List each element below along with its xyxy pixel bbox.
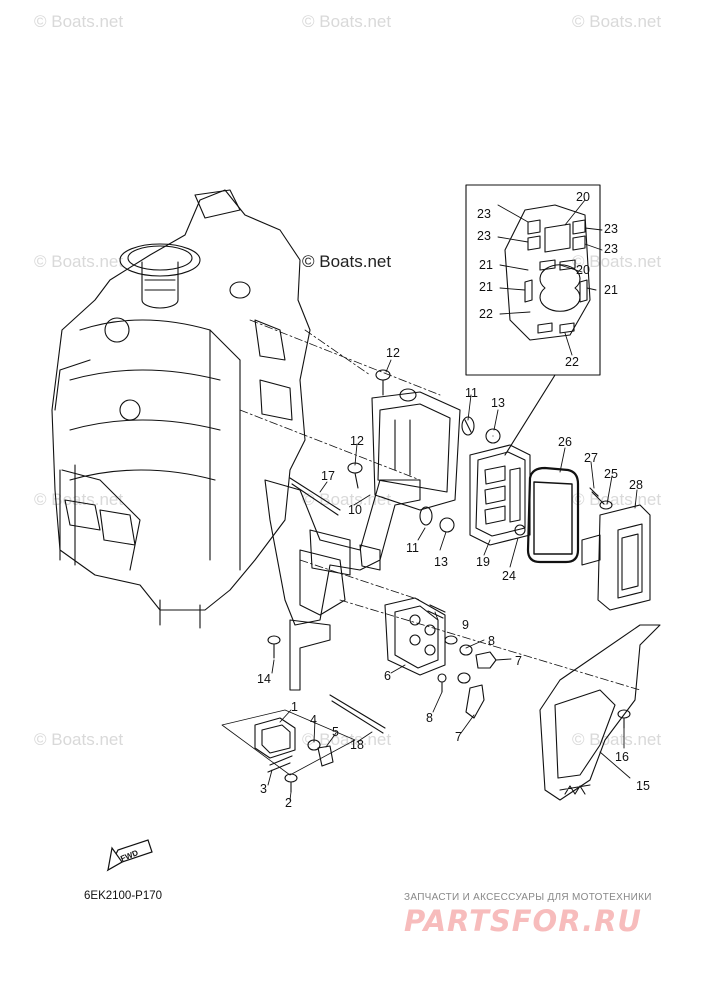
engine-block: [51, 189, 311, 629]
callout-4: 4: [310, 713, 317, 727]
callout-21-left-bottom: 21: [479, 280, 493, 294]
seal-25: [599, 500, 613, 510]
gasket-26: [526, 466, 580, 564]
callout-22-bottom: 22: [565, 355, 579, 369]
watermark-top-center: © Boats.net: [302, 12, 392, 31]
bracket-15: [539, 624, 661, 801]
collar-13-top: [485, 428, 501, 444]
bracket-14: [267, 619, 331, 691]
callout-11-top: 11: [465, 386, 478, 400]
callout-23-right-bottom: 23: [604, 242, 618, 256]
callout-16: 16: [615, 750, 629, 764]
watermark-low-right: © Boats.net: [572, 730, 662, 749]
watermark-top-right: © Boats.net: [572, 12, 662, 31]
tie-wrap-17: [289, 477, 341, 516]
promo-text: ЗАПЧАСТИ И АКСЕССУАРЫ ДЛЯ МОТОТЕХНИКИ: [404, 892, 652, 903]
brand-logo: PARTSFOR.RU: [404, 904, 642, 938]
callout-14: 14: [257, 672, 271, 686]
callout-21-left-top: 21: [479, 258, 493, 272]
callout-21-right: 21: [604, 283, 618, 297]
callout-24: 24: [502, 569, 516, 583]
diagram-code: 6EK2100-P170: [84, 890, 163, 902]
fwd-arrow: FWD: [106, 839, 153, 872]
callout-8-bottom: 8: [426, 711, 433, 725]
callout-22-left: 22: [479, 307, 493, 321]
callout-26: 26: [558, 435, 572, 449]
watermark-main: © Boats.net: [302, 252, 392, 271]
callout-20-mid: 20: [576, 263, 590, 277]
cover-28: [581, 504, 651, 611]
callout-27: 27: [584, 451, 598, 465]
nut-8-top: [459, 644, 473, 656]
callout-15: 15: [636, 779, 650, 793]
callout-1: 1: [291, 700, 298, 714]
terminal-8-bottom: [437, 673, 447, 693]
grommet-11-bottom: [419, 506, 433, 526]
plug-cap-7-top: [475, 651, 497, 669]
relay-1: [254, 717, 296, 759]
callout-7-bottom: 7: [455, 730, 462, 744]
watermark-top-left: © Boats.net: [34, 12, 124, 31]
callout-8-top: 8: [488, 634, 495, 648]
gasket-26-inner: [533, 481, 573, 555]
bolt-12-bottom: [347, 462, 363, 489]
nut-8-bottom: [457, 672, 471, 684]
callout-12-top: 12: [386, 346, 400, 360]
callout-23-left-top: 23: [477, 207, 491, 221]
bracket-10: [264, 479, 421, 626]
plug-cap-7-bottom: [465, 684, 485, 719]
plate-3: [267, 755, 293, 773]
cdi-unit-19: [469, 444, 531, 546]
washer-8-top: [444, 635, 458, 645]
callout-3: 3: [260, 782, 267, 796]
callout-11-bottom: 11: [406, 541, 419, 555]
watermark-low-center: © Boats.net: [302, 730, 392, 749]
callout-7-top: 7: [515, 654, 522, 668]
collar-13-bottom: [439, 517, 455, 533]
callout-28: 28: [629, 478, 643, 492]
callout-10: 10: [348, 503, 362, 517]
callout-13-bottom: 13: [434, 555, 448, 569]
callout-5: 5: [332, 725, 339, 739]
screw-2: [284, 773, 298, 793]
cdi-cover: [371, 388, 461, 511]
callout-18: 18: [350, 738, 364, 752]
callout-6: 6: [384, 669, 391, 683]
callout-leaders: [267, 199, 638, 801]
callout-23-right-top: 23: [604, 222, 618, 236]
nut-4: [307, 739, 321, 751]
watermark-center: © Boats.net: [302, 490, 392, 509]
callout-19: 19: [476, 555, 490, 569]
ignition-coil-6: [384, 597, 446, 676]
engine-leader-lines: [239, 319, 641, 691]
callout-12-bottom: 12: [350, 434, 364, 448]
callout-13-top: 13: [491, 396, 505, 410]
watermark-mid-right: © Boats.net: [572, 252, 662, 271]
callout-9: 9: [462, 618, 469, 632]
callout-numbers: 1 2 3 4 5 6 7 7 8 8 9 10 11 11 12 12 13 …: [257, 190, 650, 810]
watermark-low-left: © Boats.net: [34, 730, 124, 749]
bolt-12-top: [375, 369, 391, 396]
callout-17: 17: [321, 469, 335, 483]
callout-25: 25: [604, 467, 618, 481]
inset-leader: [504, 374, 556, 456]
callout-20-top: 20: [576, 190, 590, 204]
group-1-5-outline: [221, 709, 356, 776]
callout-2: 2: [285, 796, 292, 810]
tie-wrap-18: [329, 694, 386, 734]
watermark-mid-left: © Boats.net: [34, 252, 124, 271]
screw-24: [514, 524, 526, 536]
inset-box: [465, 184, 601, 376]
bolt-16: [617, 709, 631, 729]
callout-23-left-bottom: 23: [477, 229, 491, 243]
grommet-11-top: [461, 416, 475, 436]
